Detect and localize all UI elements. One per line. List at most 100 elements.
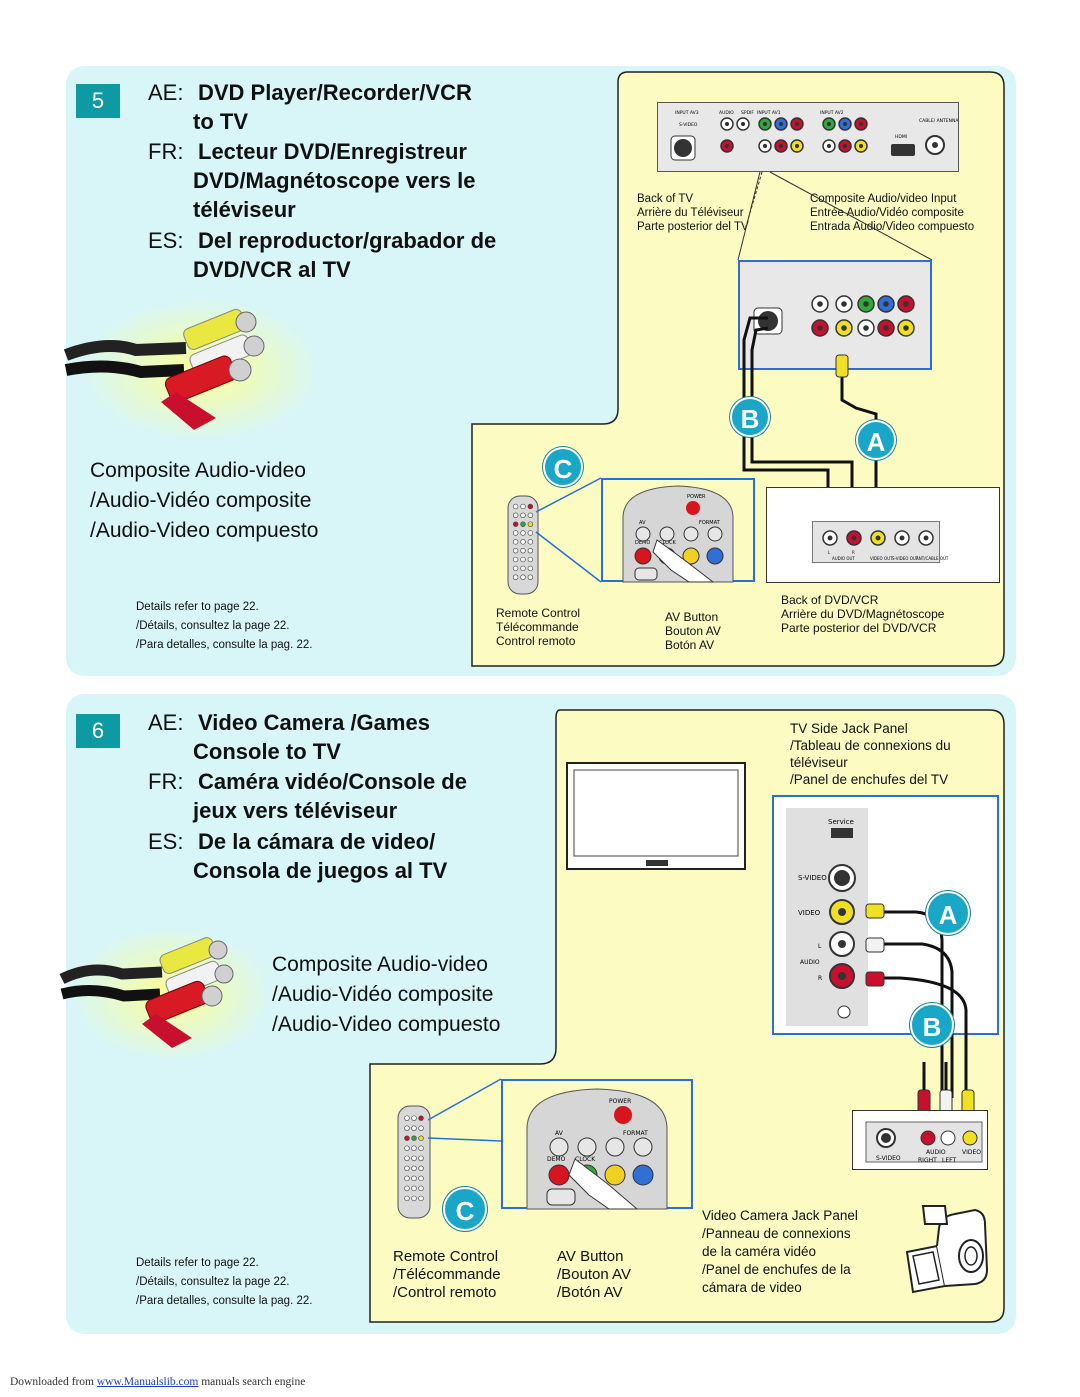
remote5-key (512, 512, 519, 519)
tv-zoom-jack-7-pin (863, 325, 869, 331)
remote6-key (404, 1165, 410, 1172)
tv-jack-10-pin (842, 121, 848, 127)
step6-cable-caption-2: /Audio-Vidéo composite (272, 983, 494, 1006)
step5-heading-es-2: DVD/VCR al TV (193, 257, 351, 282)
svg-text:L: L (818, 943, 822, 950)
remote6-key (411, 1195, 417, 1202)
step6-cable-illustration (59, 926, 272, 1062)
step6-heading-ae-1: AE:Video Camera /Games (148, 710, 430, 735)
remote6-key (404, 1115, 410, 1121)
remote5-key (520, 565, 526, 572)
remote5-key (527, 574, 534, 580)
zoom-lines-step5 (737, 171, 933, 261)
back-of-tv-3: Parte posterior del TV (637, 221, 749, 233)
manualslib-link[interactable]: www.Manualslib.com (96, 1376, 199, 1388)
remote-label-step5-2: Télécommande (496, 620, 579, 634)
side-panel-label-4: /Panel de enchufes del TV (790, 772, 949, 787)
remote-label-step6-3: /Control remoto (393, 1284, 497, 1301)
remote5-key (527, 530, 534, 536)
remote-control-step6 (397, 1105, 431, 1219)
svg-text:CABLE/ ANTENNA: CABLE/ ANTENNA (919, 118, 959, 124)
svg-text:CLOCK: CLOCK (659, 540, 677, 546)
back-of-tv-2: Arrière du Téléviseur (637, 207, 744, 219)
remote5-key (512, 556, 519, 563)
remote5-key (527, 503, 534, 510)
step6-heading-es-1: ES:De la cámara de video/ (148, 829, 436, 854)
remote6-key (418, 1165, 424, 1172)
remote6-key (418, 1195, 424, 1202)
download-footer: Downloaded from www.Manualslib.com manua… (10, 1376, 306, 1388)
svg-text:POWER: POWER (609, 1098, 631, 1105)
svg-text:SPDIF: SPDIF (741, 110, 754, 116)
remote5-key (512, 530, 519, 536)
marker-a-step6: A (926, 891, 970, 935)
step6-details-2: /Détails, consultez la page 22. (136, 1276, 290, 1288)
remote5-key (520, 574, 526, 580)
back-of-dvd-1: Back of DVD/VCR (781, 593, 879, 607)
step5-cable-caption-2: /Audio-Vidéo composite (90, 489, 312, 512)
remote6-key (411, 1165, 417, 1172)
marker-b-step6: B (910, 1003, 954, 1047)
remote5-key (512, 547, 519, 554)
step6-cable-caption-1: Composite Audio-video (272, 953, 488, 976)
svg-text:ANT/CABLE OUT: ANT/CABLE OUT (916, 556, 949, 561)
side-jacks: Service S-VIDEO VIDEO L AUDIO R (798, 818, 856, 1019)
remote5-key (527, 512, 534, 519)
tv-front-illustration (566, 762, 746, 870)
remote6-key (411, 1115, 417, 1121)
remote5-key (512, 503, 519, 510)
remote5-key (527, 539, 534, 545)
remote5-key (512, 521, 519, 527)
step5-cable-caption-3: /Audio-Video compuesto (90, 519, 319, 542)
back-of-dvd-3: Parte posterior del DVD/VCR (781, 621, 937, 635)
back-of-tv-1: Back of TV (637, 193, 694, 205)
step5-cable-caption-1: Composite Audio-video (90, 459, 306, 482)
tv-jack-3-pin (762, 121, 768, 127)
zoom-lines-remote5 (535, 477, 602, 583)
tv-back-panel (657, 102, 959, 172)
dvd-jack-0-pin (827, 535, 833, 541)
remote5-key (527, 547, 534, 554)
remote6-key (404, 1155, 410, 1161)
back-of-dvd-2: Arrière du DVD/Magnétoscope (781, 607, 945, 621)
remote-control-step5 (507, 495, 539, 595)
remote6-key (418, 1135, 424, 1141)
svg-text:S-VIDEO: S-VIDEO (798, 874, 827, 882)
remote-zoom-step5: POWER AV FORMAT DEMO CLOCK (622, 485, 734, 583)
step6-heading-fr-2: jeux vers téléviseur (193, 798, 398, 823)
tv-zoom-jacks (753, 295, 915, 337)
svg-text:AUDIO OUT: AUDIO OUT (832, 556, 855, 561)
marker-a-step5: A (856, 420, 896, 460)
svg-text:HDMI: HDMI (895, 134, 907, 140)
remote5-key (512, 565, 519, 572)
av-button-label-step5-3: Botón AV (665, 638, 715, 652)
dvd-jack-4-pin (923, 535, 929, 541)
remote6-key (411, 1125, 417, 1131)
tv-jack-8-pin (794, 143, 800, 149)
svg-text:INPUT AV2: INPUT AV2 (820, 110, 844, 116)
remote6-key (404, 1135, 410, 1141)
remote-zoom-step6: POWER AV FORMAT DEMO CLOCK (526, 1088, 668, 1210)
composite-input-1: Composite Audio/video Input (810, 193, 957, 205)
svg-text:S-VIDEO: S-VIDEO (876, 1155, 901, 1162)
step6-heading-es-2: Consola de juegos al TV (193, 858, 448, 883)
camera-jacks: S-VIDEO AUDIO VIDEO RIGHT LEFT (865, 1121, 983, 1164)
tv-jack-13-pin (842, 143, 848, 149)
tv-jack-0-pin (724, 121, 730, 127)
remote5-key (527, 556, 534, 563)
tv-jack-5-pin (794, 121, 800, 127)
remote6-key (418, 1145, 424, 1151)
step6-number: 6 (76, 714, 120, 748)
remote6-key (404, 1145, 410, 1151)
av-button-label-step5-2: Bouton AV (665, 624, 721, 638)
remote-label-step5-1: Remote Control (496, 606, 581, 620)
svg-text:CLOCK: CLOCK (575, 1156, 596, 1163)
tv-jack-14-pin (858, 143, 864, 149)
step6-cable-caption-3: /Audio-Video compuesto (272, 1013, 501, 1036)
composite-input-3: Entrada Audio/Video compuesto (810, 221, 975, 233)
tv-jack-7-pin (778, 143, 784, 149)
remote6-key (418, 1155, 424, 1161)
svg-text:R: R (852, 550, 855, 555)
tv-zoom-jack-9-pin (903, 325, 909, 331)
